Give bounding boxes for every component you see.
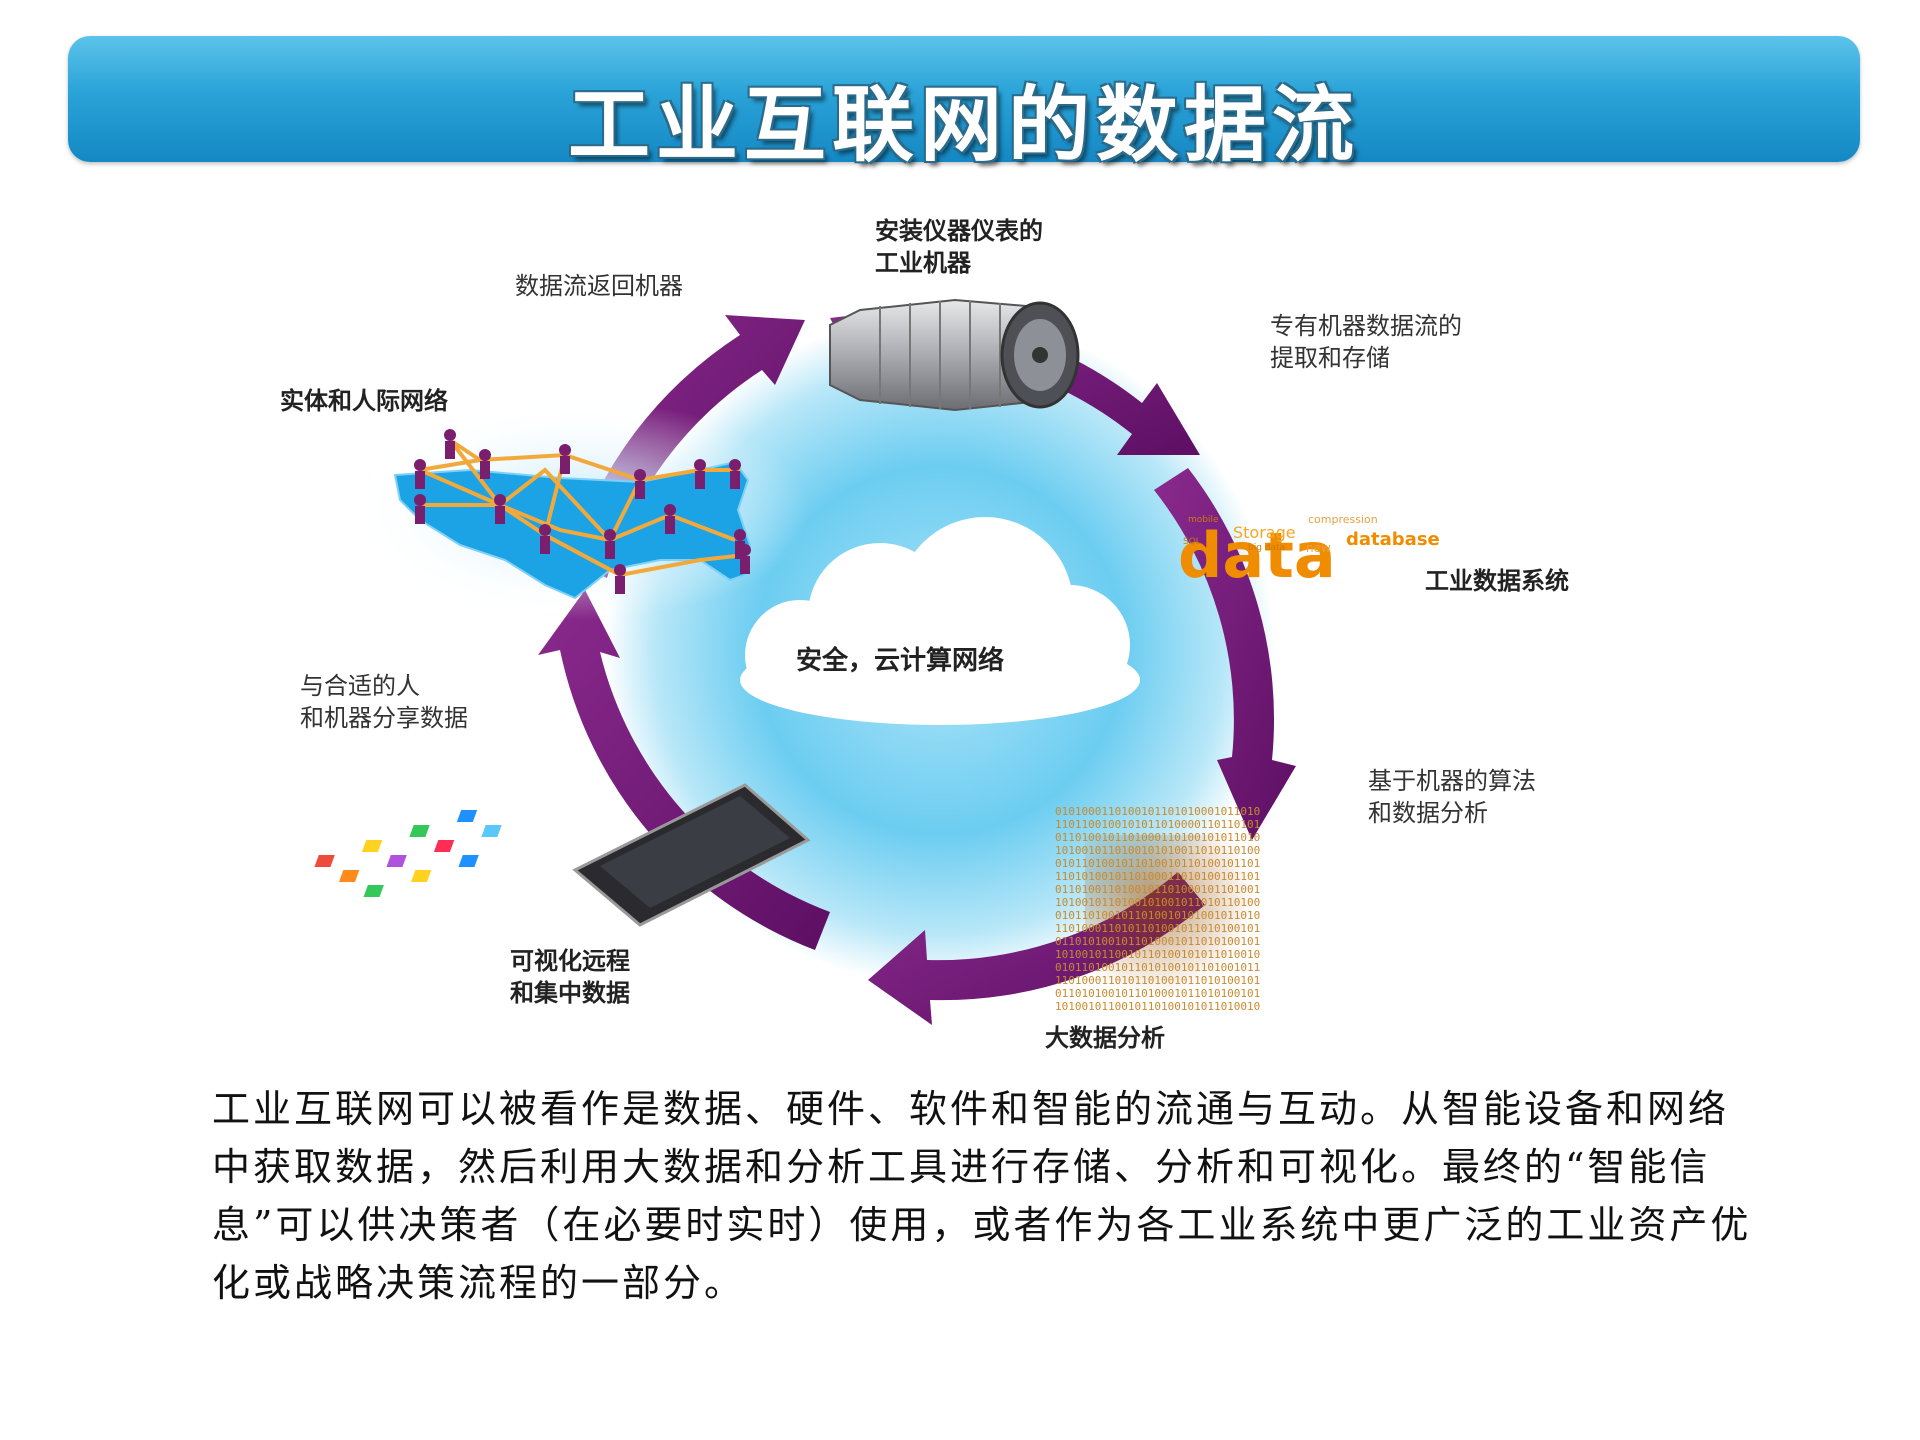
- word-cloud-mobile: mobile: [1188, 515, 1219, 525]
- label-return-flow: 数据流返回机器: [515, 272, 683, 300]
- label-data-extraction: 专有机器数据流的 提取和存储: [1270, 312, 1462, 372]
- description-paragraph: 工业互联网可以被看作是数据、硬件、软件和智能的流通与互动。从智能设备和网络中获取…: [212, 1087, 1752, 1305]
- page-title: 工业互联网的数据流: [567, 78, 1360, 173]
- word-cloud-sql: SQL: [1183, 537, 1201, 547]
- label-network: 实体和人际网络: [280, 387, 448, 415]
- us-network-map: [350, 400, 810, 620]
- word-cloud-new: new: [1306, 541, 1331, 555]
- cloud-shape: [740, 517, 1140, 725]
- label-data-sharing: 与合适的人 和机器分享数据: [300, 672, 468, 732]
- binary-glow: [1085, 835, 1255, 995]
- word-cloud: data Storage database compression big da…: [1178, 495, 1440, 610]
- label-visualization: 可视化远程 和集中数据: [510, 947, 630, 1007]
- word-cloud-compression: compression: [1308, 513, 1378, 526]
- arrow-right: [1154, 468, 1296, 840]
- label-algorithms: 基于机器的算法 和数据分析: [1368, 767, 1536, 827]
- label-data-system: 工业数据系统: [1425, 567, 1569, 595]
- arrow-bottom-left: [538, 590, 830, 950]
- word-cloud-bigdata: big data: [1248, 543, 1286, 553]
- people-icons: [414, 429, 751, 594]
- jet-engine-icon: [829, 298, 1080, 412]
- data-flow-diagram: data Storage database compression big da…: [280, 217, 1569, 1052]
- smartphone-icon: [314, 783, 811, 927]
- diagram-canvas: [314, 298, 1296, 1025]
- label-big-data: 大数据分析: [1045, 1024, 1165, 1052]
- word-cloud-database: database: [1346, 529, 1440, 550]
- binary-data-matrix: 0101000110100101101010001011010 11011001…: [1055, 805, 1261, 1010]
- word-cloud-storage: Storage: [1233, 523, 1296, 542]
- label-instrumented-machines: 安装仪器仪表的 工业机器: [875, 217, 1043, 277]
- title-bar: 工业互联网的数据流: [68, 36, 1860, 173]
- cloud-label: 安全，云计算网络: [795, 646, 1004, 676]
- word-cloud-data: data: [1178, 519, 1336, 592]
- arrow-bottom: [868, 872, 1205, 1025]
